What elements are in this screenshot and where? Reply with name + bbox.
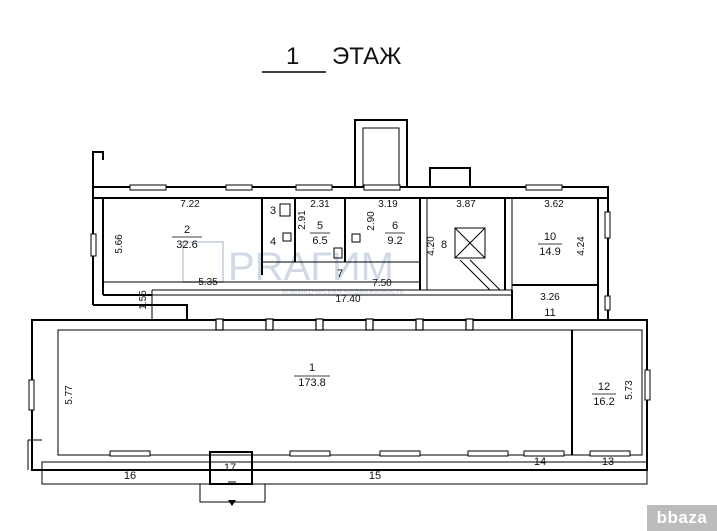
room-number-11: 11 [544,307,555,319]
room-area-10: 14.9 [539,246,560,258]
sink-icon [282,232,292,242]
toilet-icon [279,203,291,217]
dimension-5-35: 5.35 [198,277,218,288]
room-labels: 1 173.8 2 32.6 3 4 5 6.5 6 9.2 7 8 10 14… [124,205,616,482]
floor-title: 1 ЭТАЖ [262,43,401,73]
room-number-10: 10 [544,231,556,243]
dimension-3-26: 3.26 [540,292,560,303]
watermark-subtext: коммерческая недвижимость [282,286,405,296]
room-number-4: 4 [270,236,276,248]
dimension-2-91: 2.91 [297,210,308,230]
room-number-7: 7 [337,268,343,280]
room-number-8: 8 [441,239,447,251]
room-area-2: 32.6 [176,239,197,251]
site-badge: bbaza [647,505,717,531]
room-area-12: 16.2 [593,396,614,408]
columns [215,318,474,331]
room-number-1: 1 [309,362,315,374]
room-number-16: 16 [124,470,136,482]
floor-label: ЭТАЖ [332,43,401,70]
dimension-2-31: 2.31 [310,199,330,210]
windows [28,184,651,457]
room-number-15: 15 [369,470,381,482]
dimension-5-66: 5.66 [114,234,125,254]
entrance-arrow-icon [228,500,236,506]
room-number-5: 5 [317,220,323,232]
dimension-1-55: 1.55 [138,290,149,310]
room-area-6: 9.2 [387,235,402,247]
dimension-5-77: 5.77 [64,385,75,405]
dimension-labels: 7.22 2.31 3.19 3.87 3.62 5.66 2.91 2.90 … [64,199,635,405]
room-number-12: 12 [598,381,610,393]
dimension-4-20: 4.20 [426,236,437,256]
room-area-5: 6.5 [312,235,327,247]
walls [27,119,648,503]
room-number-6: 6 [392,220,398,232]
room-number-2: 2 [184,224,190,236]
main-hall-outline [31,319,648,471]
site-badge-text: bbaza [656,508,708,527]
dimension-7-22: 7.22 [180,199,200,210]
dimension-3-87: 3.87 [456,199,476,210]
room-number-17: 17 [224,462,236,474]
dimension-5-73: 5.73 [624,380,635,400]
floor-number: 1 [286,43,299,70]
dimension-4-24: 4.24 [576,236,587,256]
room-number-3: 3 [270,205,276,217]
room-area-1: 173.8 [298,377,326,389]
dimension-7-50: 7.50 [372,278,392,289]
room-number-14: 14 [534,456,546,468]
dimension-3-62: 3.62 [544,199,564,210]
dimension-17-40: 17.40 [335,294,360,305]
room-number-13: 13 [602,456,614,468]
stair-well [454,227,486,259]
fixtures [228,203,361,506]
cabinet-icon [333,247,343,259]
sink-icon-2 [351,233,361,243]
dimension-2-90: 2.90 [366,211,377,231]
dimension-3-19: 3.19 [378,199,398,210]
